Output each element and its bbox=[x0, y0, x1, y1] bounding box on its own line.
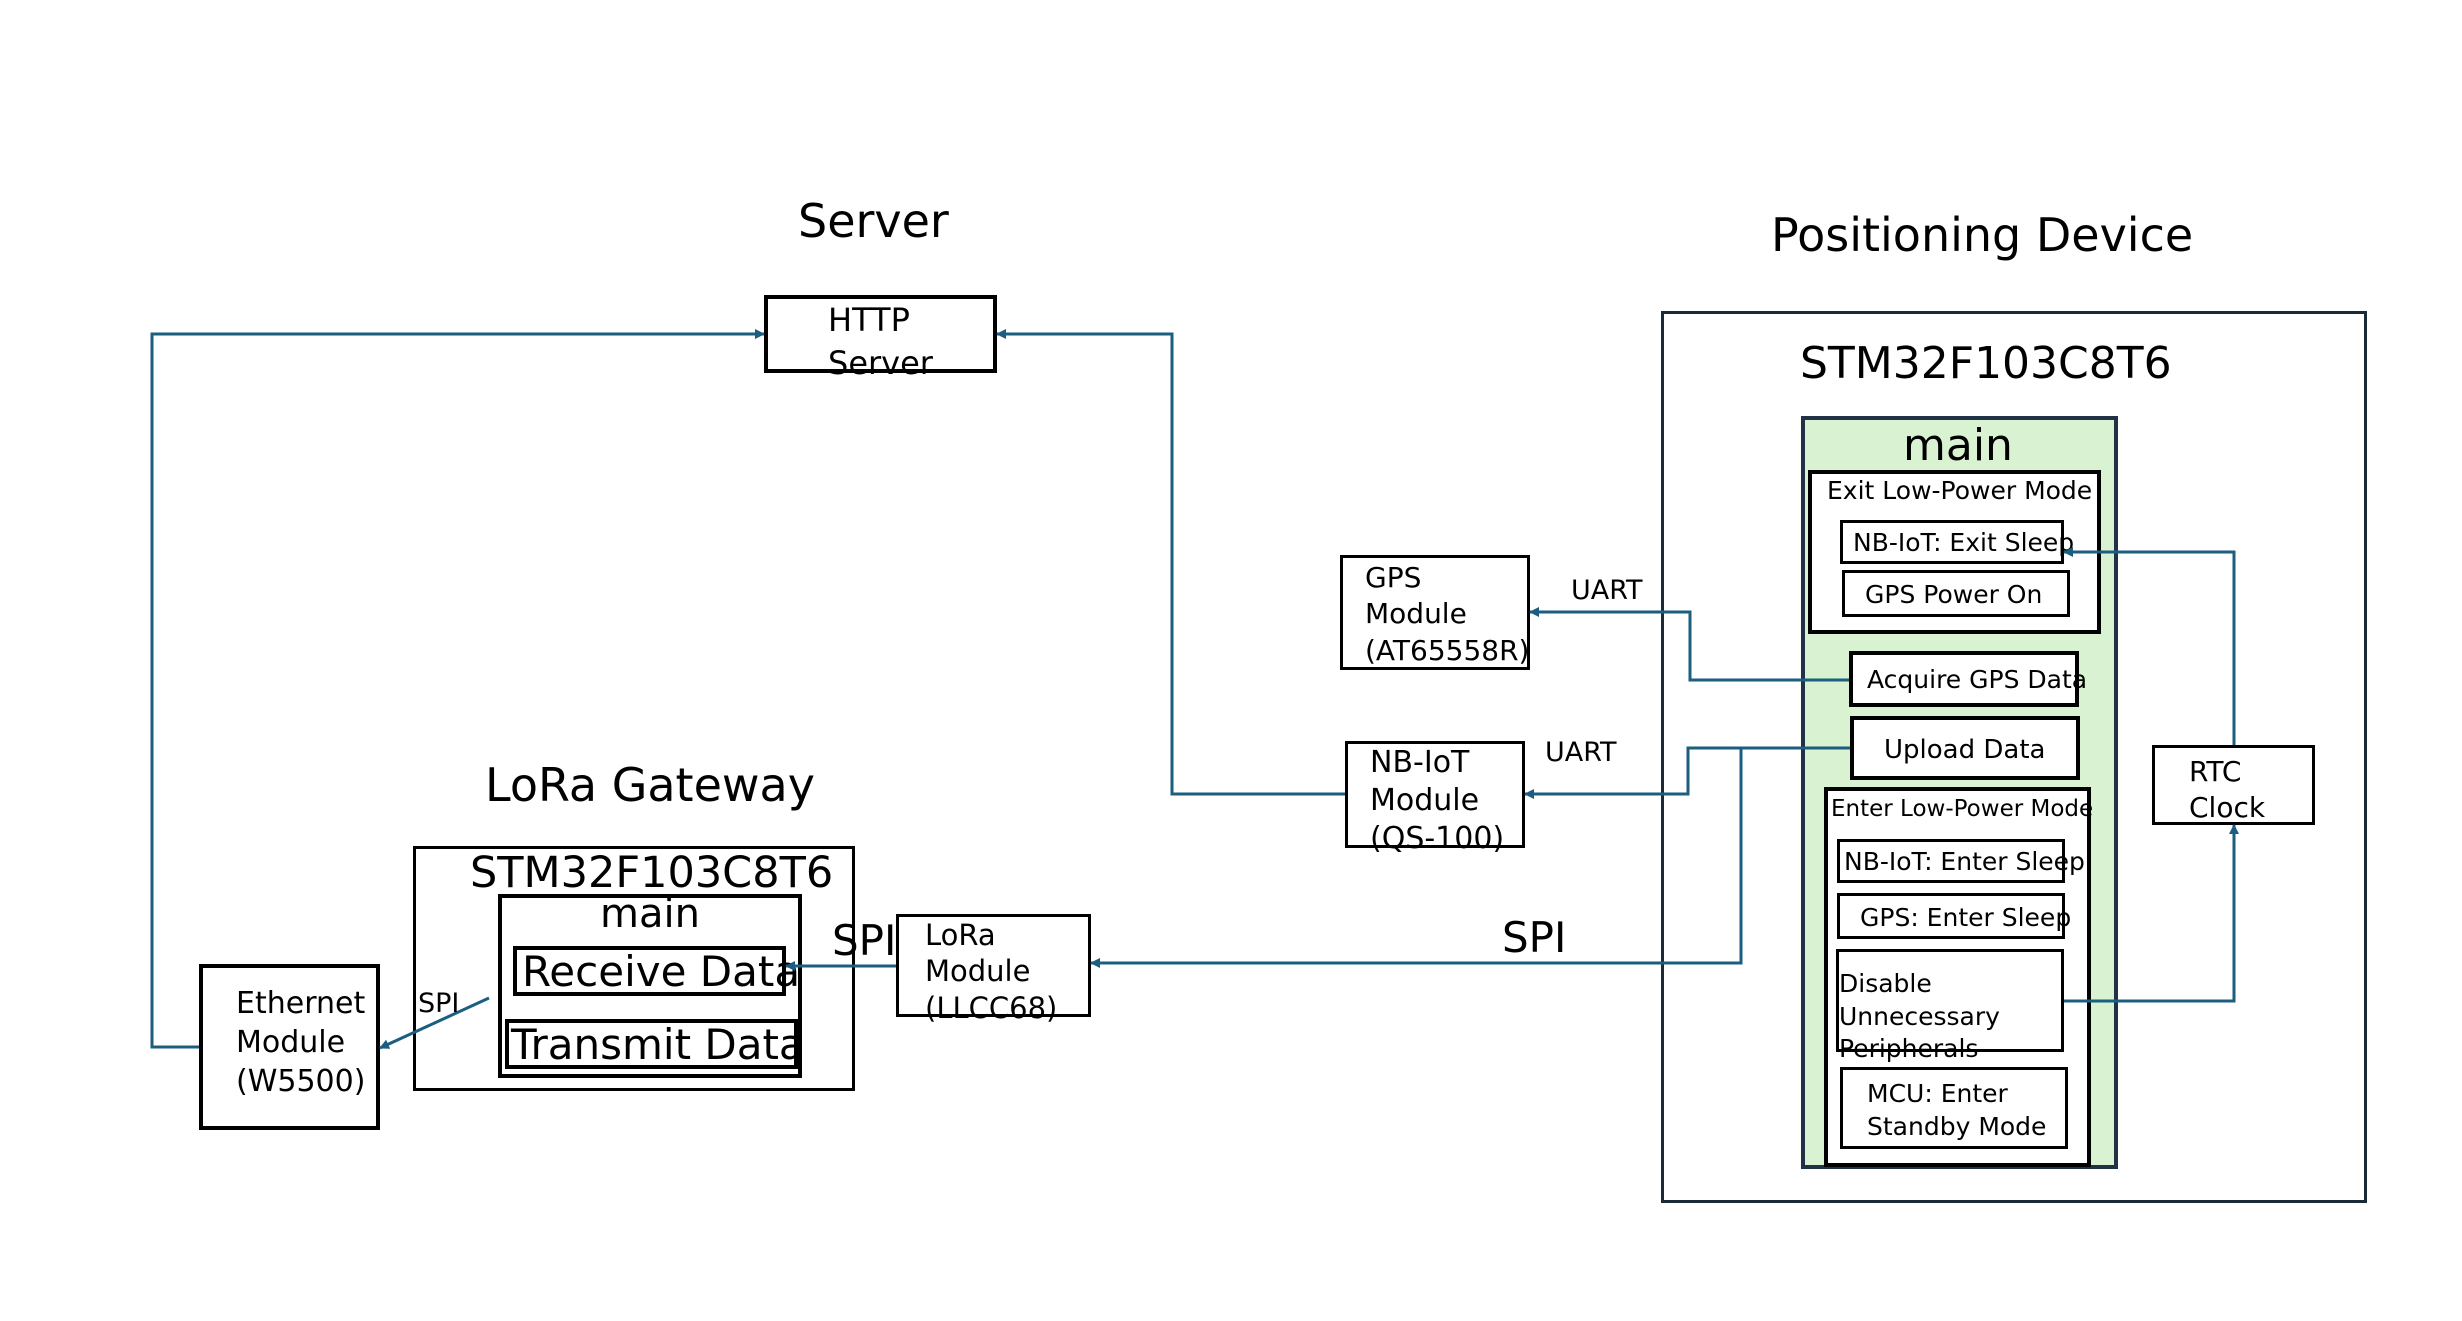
http-server-label: HTTP Server bbox=[828, 301, 933, 383]
upload-data-label: Upload Data bbox=[1884, 735, 2046, 765]
device-main-label: main bbox=[1903, 420, 2013, 471]
nbiot-exit-sleep-box: NB-IoT: Exit Sleep bbox=[1840, 520, 2074, 564]
spi-lora-label: SPI bbox=[1502, 913, 1567, 962]
nbiot-module-box: NB-IoT Module (QS-100) bbox=[1345, 741, 1525, 856]
transmit-data-label: Transmit Data bbox=[511, 1020, 805, 1069]
acquire-gps-data-label: Acquire GPS Data bbox=[1867, 665, 2088, 694]
nbiot-to-server-arrow bbox=[996, 329, 1345, 796]
transmit-data-box: Transmit Data bbox=[505, 1019, 805, 1069]
spi-ethernet-label: SPI bbox=[418, 988, 460, 1019]
upload-to-lora-arrow bbox=[1090, 746, 1743, 968]
disable-peripherals-label: Disable Unnecessary Peripherals bbox=[1839, 969, 2000, 1063]
upload-to-nbiot-arrow bbox=[1524, 746, 1850, 799]
nbiot-enter-sleep-label: NB-IoT: Enter Sleep bbox=[1844, 847, 2085, 876]
gateway-mcu-label: STM32F103C8T6 bbox=[470, 848, 834, 898]
gps-power-on-label: GPS Power On bbox=[1865, 580, 2043, 609]
nbiot-module-label: NB-IoT Module (QS-100) bbox=[1370, 745, 1505, 857]
uart-gps-label: UART bbox=[1571, 575, 1643, 606]
gps-module-box: GPS Module (AT65558R) bbox=[1340, 555, 1530, 670]
http-server-box: HTTP Server bbox=[764, 295, 997, 382]
rtc-clock-box: RTC Clock bbox=[2152, 745, 2315, 825]
spi-gateway-lora-label: SPI bbox=[832, 916, 897, 965]
rtc-to-exit-sleep-arrow bbox=[2063, 547, 2236, 745]
receive-data-box: Receive Data bbox=[513, 946, 800, 996]
receive-data-label: Receive Data bbox=[522, 947, 801, 996]
gps-enter-sleep-box: GPS: Enter Sleep bbox=[1837, 893, 2071, 939]
gps-module-label: GPS Module (AT65558R) bbox=[1365, 561, 1530, 667]
exit-low-power-title: Exit Low-Power Mode bbox=[1827, 476, 2093, 505]
rtc-clock-label: RTC Clock bbox=[2189, 755, 2266, 825]
ethernet-module-box: Ethernet Module (W5500) bbox=[199, 964, 380, 1130]
lora-gateway-section-title: LoRa Gateway bbox=[485, 758, 815, 812]
lora-module-label: LoRa Module (LLCC68) bbox=[925, 918, 1058, 1025]
mcu-standby-box: MCU: Enter Standby Mode bbox=[1840, 1067, 2068, 1149]
enter-low-power-title: Enter Low-Power Mode bbox=[1831, 796, 2094, 822]
nbiot-exit-sleep-label: NB-IoT: Exit Sleep bbox=[1853, 528, 2075, 557]
uart-nbiot-label: UART bbox=[1545, 737, 1617, 768]
acquire-gps-data-box: Acquire GPS Data bbox=[1849, 651, 2087, 707]
gateway-main-label: main bbox=[600, 891, 700, 937]
gps-power-on-box: GPS Power On bbox=[1842, 570, 2070, 617]
nbiot-enter-sleep-box: NB-IoT: Enter Sleep bbox=[1837, 839, 2085, 883]
transmit-to-ethernet-arrow bbox=[379, 996, 490, 1050]
ethernet-to-server-arrow bbox=[150, 329, 765, 1049]
device-mcu-label: STM32F103C8T6 bbox=[1800, 338, 2172, 389]
upload-data-box: Upload Data bbox=[1850, 716, 2080, 780]
gps-enter-sleep-label: GPS: Enter Sleep bbox=[1860, 903, 2072, 932]
acquire-to-gps-arrow bbox=[1529, 607, 1849, 682]
server-section-title: Server bbox=[798, 194, 949, 248]
disable-to-rtc-arrow bbox=[2064, 824, 2239, 1003]
ethernet-module-label: Ethernet Module (W5500) bbox=[236, 986, 366, 1099]
disable-peripherals-box: Disable Unnecessary Peripherals bbox=[1836, 949, 2064, 1063]
mcu-standby-label: MCU: Enter Standby Mode bbox=[1867, 1079, 2047, 1141]
positioning-device-section-title: Positioning Device bbox=[1771, 208, 2194, 262]
lora-module-box: LoRa Module (LLCC68) bbox=[896, 914, 1091, 1025]
